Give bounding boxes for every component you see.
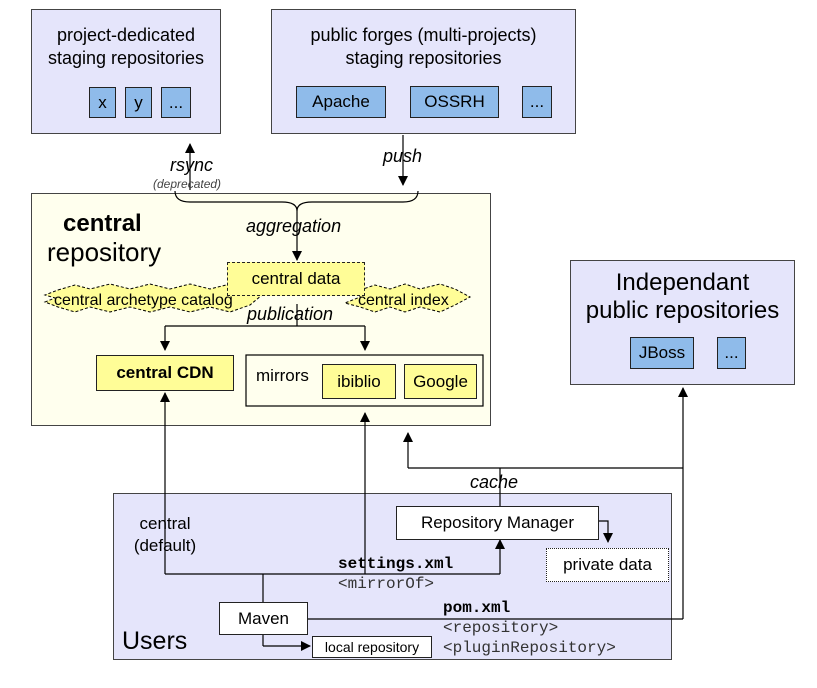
maven: Maven bbox=[219, 602, 308, 635]
archetype-catalog-label: central archetype catalog bbox=[54, 292, 233, 309]
mirrors-label: mirrors bbox=[256, 366, 309, 385]
repo-apache: Apache bbox=[296, 86, 386, 118]
repo-x: x bbox=[89, 87, 116, 118]
project-staging-repositories: project-dedicated staging repositories x… bbox=[31, 9, 221, 134]
forges-staging-repositories: public forges (multi-projects) staging r… bbox=[271, 9, 576, 134]
mirror-ibiblio: ibiblio bbox=[322, 364, 396, 399]
central-index-label: central index bbox=[358, 292, 449, 309]
central-title-bold: central bbox=[63, 210, 142, 237]
cache-label: cache bbox=[470, 472, 519, 492]
publication-label: publication bbox=[247, 304, 334, 324]
local-repository: local repository bbox=[312, 636, 432, 658]
central-default-line2: (default) bbox=[133, 536, 197, 555]
central-cdn: central CDN bbox=[96, 355, 234, 391]
project-staging-title-line1: project-dedicated bbox=[56, 25, 196, 45]
repo-independant-more: ... bbox=[717, 337, 746, 369]
aggregation-label: aggregation bbox=[246, 216, 342, 236]
pom-xml-label: pom.xml bbox=[443, 599, 511, 617]
private-data: private data bbox=[546, 548, 669, 582]
independant-title-line2: public repositories bbox=[585, 297, 780, 324]
deprecated-label: (deprecated) bbox=[153, 177, 222, 191]
rsync-label: rsync bbox=[170, 155, 214, 175]
repo-y: y bbox=[125, 87, 152, 118]
push-label: push bbox=[383, 146, 423, 166]
repository-tag-label: <repository> bbox=[443, 619, 559, 637]
repo-forges-more: ... bbox=[522, 86, 552, 118]
project-staging-title-line2: staging repositories bbox=[47, 48, 205, 68]
plugin-repository-tag-label: <pluginRepository> bbox=[443, 639, 616, 657]
users-title: Users bbox=[122, 627, 188, 655]
mirror-google: Google bbox=[404, 364, 477, 399]
independant-title-line1: Independant bbox=[615, 269, 750, 296]
repository-manager: Repository Manager bbox=[396, 506, 599, 540]
repo-jboss: JBoss bbox=[630, 337, 694, 369]
archetype-catalog-shape bbox=[43, 283, 263, 313]
central-default-line1: central bbox=[139, 514, 191, 533]
forges-staging-title-line1: public forges (multi-projects) bbox=[310, 25, 537, 45]
independant-public-repositories: Independant public repositories JBoss ..… bbox=[570, 260, 795, 385]
central-title-rest: repository bbox=[47, 237, 162, 267]
central-data: central data bbox=[227, 262, 365, 296]
forges-staging-title-line2: staging repositories bbox=[345, 48, 502, 68]
mirror-of-label: <mirrorOf> bbox=[338, 575, 435, 593]
repo-ossrh: OSSRH bbox=[410, 86, 499, 118]
settings-xml-label: settings.xml bbox=[338, 555, 454, 573]
central-index-shape bbox=[343, 283, 472, 313]
repo-more: ... bbox=[161, 87, 191, 118]
